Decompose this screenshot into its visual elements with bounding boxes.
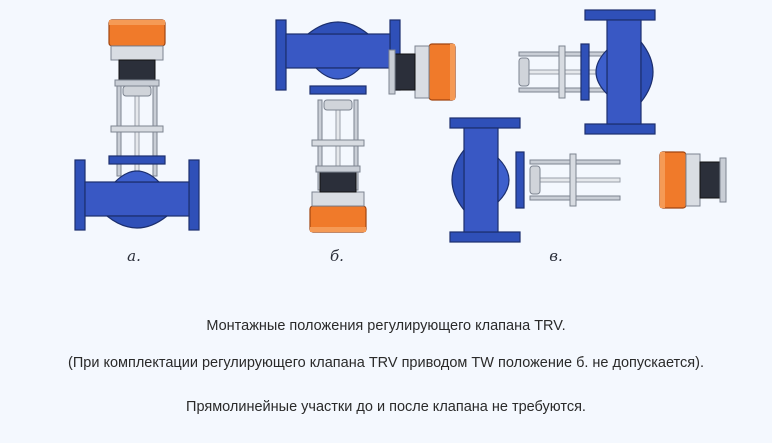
caption-c: в. [549, 247, 563, 265]
caption-a: а. [127, 247, 141, 265]
valve-position-c-bottom [449, 117, 727, 243]
text-straight-sections: Прямолинейные участки до и после клапана… [186, 399, 586, 415]
text-mounting-positions: Монтажные положения регулирующего клапан… [206, 318, 566, 334]
valve-position-a [74, 19, 200, 231]
caption-b: б. [330, 247, 344, 265]
valve-position-c-top [388, 9, 656, 135]
text-actuator-restriction: (При комплектации регулирующего клапана … [68, 355, 704, 371]
valve-position-b [275, 19, 401, 233]
